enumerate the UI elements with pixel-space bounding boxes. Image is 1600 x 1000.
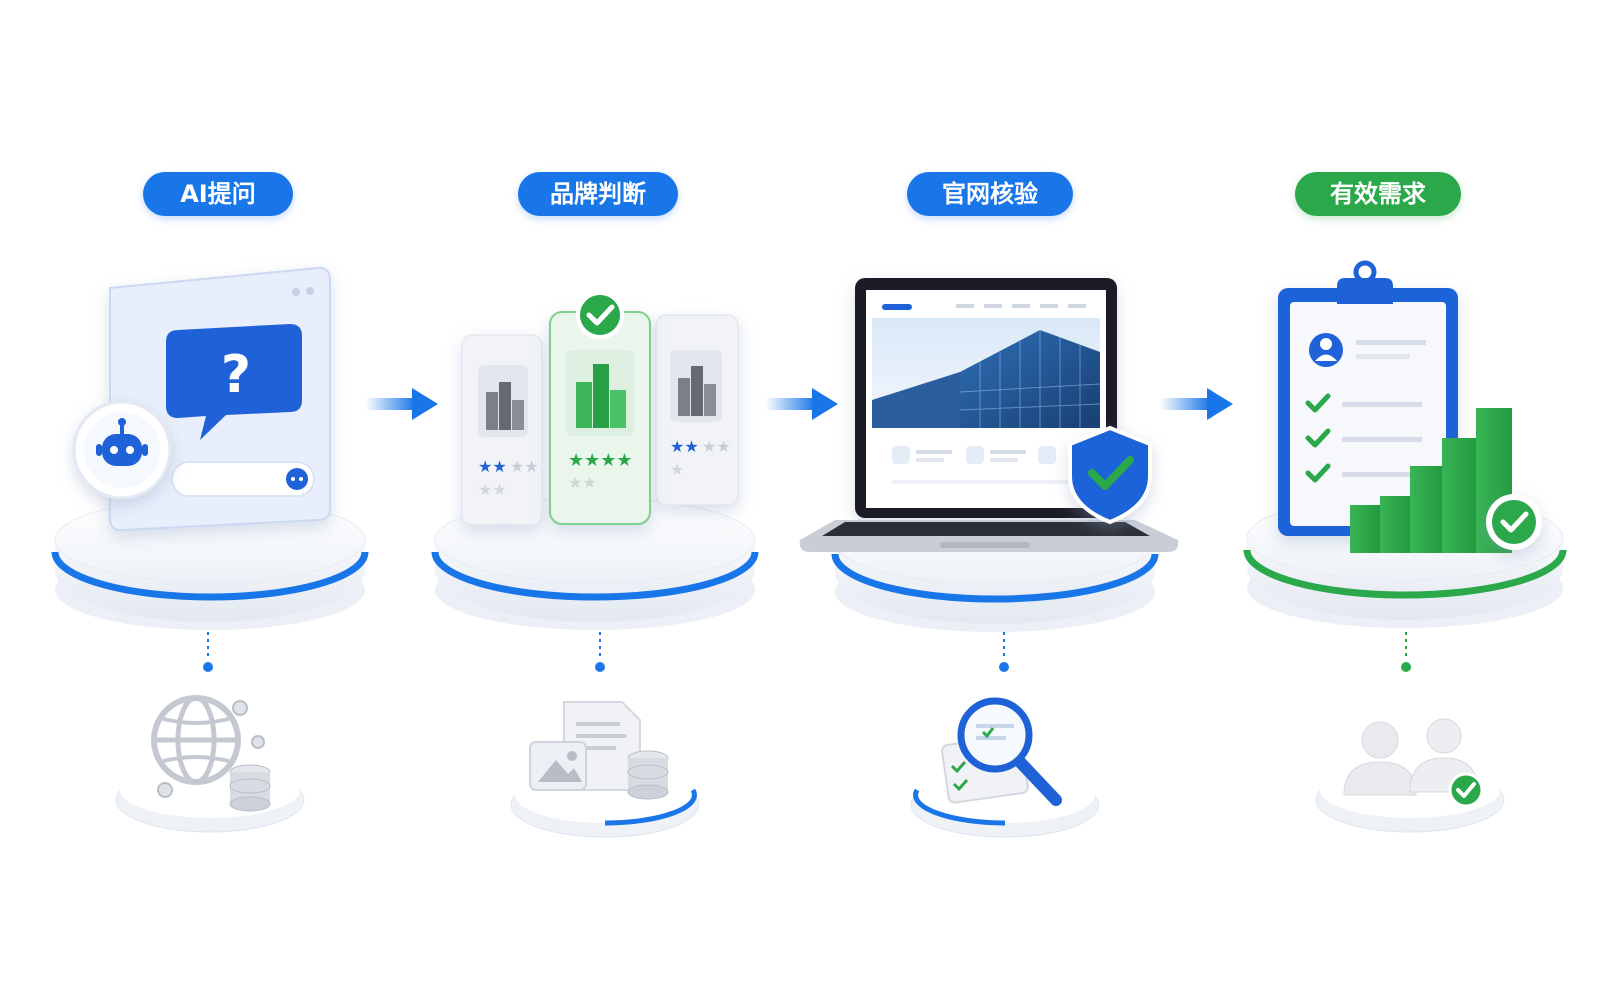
connector-3 xyxy=(999,632,1009,672)
document-image-database-icon xyxy=(529,701,669,800)
svg-text:★★: ★★ xyxy=(670,437,699,456)
step-label-valid-demand: 有效需求 xyxy=(1295,172,1461,216)
svg-text:★★: ★★ xyxy=(478,457,507,476)
flow-arrow-1 xyxy=(365,388,438,420)
step-label-website-verification: 官网核验 xyxy=(907,172,1073,216)
platform-2 xyxy=(431,497,759,630)
svg-text:★: ★ xyxy=(670,460,684,479)
svg-text:★★★★: ★★★★ xyxy=(568,450,633,471)
svg-text:★★: ★★ xyxy=(510,457,539,476)
globe-database-icon xyxy=(151,695,271,812)
chat-question-icon: ? xyxy=(72,266,331,532)
users-check-icon xyxy=(1343,718,1484,808)
flow-arrow-2 xyxy=(765,388,838,420)
laptop-shield-icon xyxy=(799,278,1179,552)
svg-text:★★: ★★ xyxy=(568,473,597,492)
svg-text:★★: ★★ xyxy=(702,437,731,456)
clipboard-chart-icon xyxy=(1278,260,1542,553)
svg-text:★★: ★★ xyxy=(478,480,507,499)
connector-1 xyxy=(203,632,213,672)
flow-arrow-3 xyxy=(1160,388,1233,420)
svg-text:?: ? xyxy=(221,345,251,405)
step-label-ai-question: AI提问 xyxy=(143,172,293,216)
step-label-brand-judgment: 品牌判断 xyxy=(518,172,678,216)
magnifier-checklist-icon xyxy=(941,697,1062,806)
connector-4 xyxy=(1401,632,1411,672)
connector-2 xyxy=(595,632,605,672)
brand-compare-cards-icon: ★★ ★★ ★★ ★★ ★★ ★ ★★★★ ★★ xyxy=(461,291,739,526)
